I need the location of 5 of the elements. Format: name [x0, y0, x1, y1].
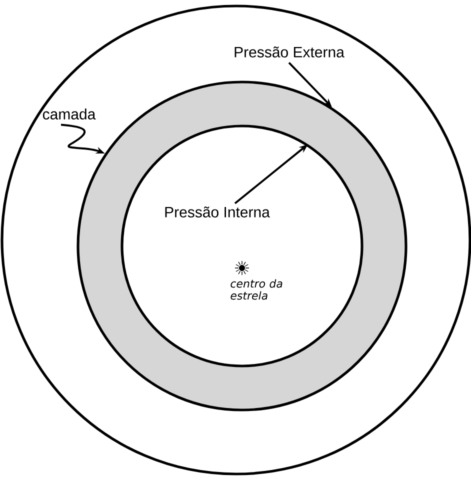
node-label: Pressão Interna [165, 206, 270, 218]
node-label: Pressão Externa [234, 46, 344, 58]
node-label: camada [42, 108, 96, 120]
center-label: centro da estrela [230, 279, 282, 300]
core-circle [120, 124, 364, 368]
